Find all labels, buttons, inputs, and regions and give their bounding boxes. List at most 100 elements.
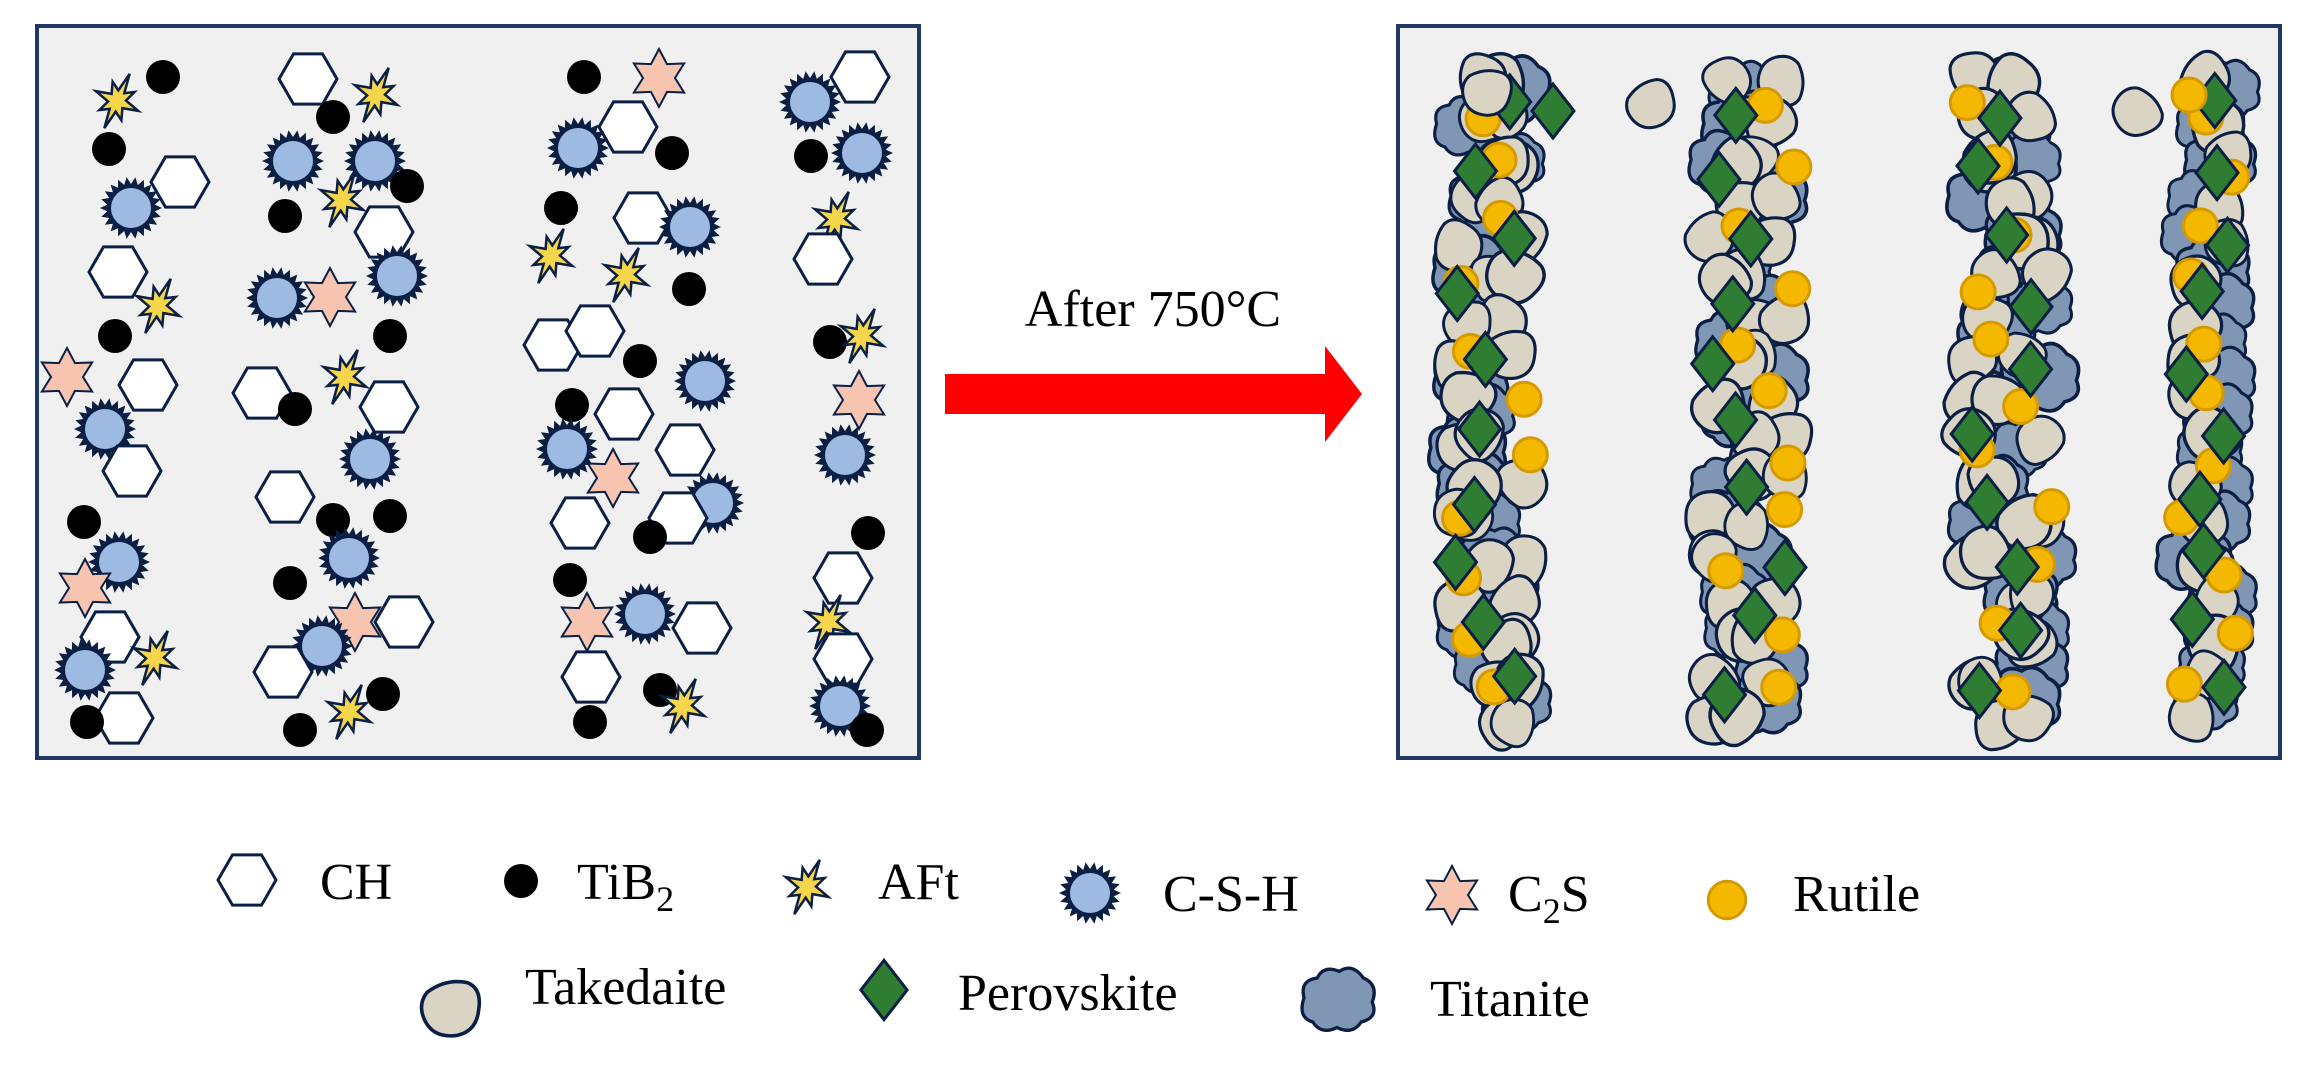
- arrow-icon: [945, 346, 1362, 442]
- orange-dot-icon: [1766, 491, 1804, 529]
- blue-cloud-icon: [1300, 966, 1376, 1032]
- after-panel-frame: [1396, 24, 2282, 760]
- blue-spiky-ball-icon: [1059, 862, 1121, 924]
- black-dot-icon: [146, 60, 180, 94]
- legend-label-ch: CH: [320, 854, 392, 911]
- black-dot-icon: [813, 325, 847, 359]
- beige-blob-icon: [2015, 414, 2066, 466]
- legend-item-ch: CH: [216, 853, 392, 911]
- pink-star-icon: [328, 590, 382, 654]
- green-diamond-icon: [2194, 143, 2240, 203]
- hexagon-icon: [87, 245, 149, 299]
- hexagon-icon: [101, 444, 163, 498]
- black-dot-icon: [67, 505, 101, 539]
- beige-blob-icon: [2005, 90, 2058, 143]
- hexagon-icon: [812, 632, 874, 686]
- green-diamond-icon: [2201, 657, 2247, 717]
- hexagon-icon: [358, 380, 420, 434]
- green-diamond-icon: [1723, 457, 1770, 517]
- legend-label-titanite: Titanite: [1430, 971, 1590, 1028]
- green-diamond-icon: [2204, 215, 2251, 275]
- beige-blob-icon: [1461, 69, 1513, 117]
- hexagon-icon: [252, 645, 314, 699]
- blue-spiky-ball-icon: [831, 122, 893, 184]
- green-diamond-icon: [1451, 475, 1498, 534]
- hexagon-icon: [353, 205, 415, 259]
- blue-spiky-ball-icon: [547, 117, 609, 179]
- beige-blob-icon: [419, 979, 482, 1038]
- hexagon-icon: [254, 470, 316, 524]
- legend-item-aft: AFt: [781, 854, 959, 915]
- black-dot-icon: [573, 705, 607, 739]
- green-diamond-icon: [2008, 277, 2054, 337]
- arrow-label: After 750°C: [1025, 281, 1281, 338]
- orange-dot-icon: [1706, 879, 1748, 921]
- orange-dot-icon: [1769, 444, 1807, 482]
- blue-spiky-ball-icon: [536, 418, 598, 480]
- blue-spiky-ball-icon: [344, 130, 406, 192]
- pink-star-icon: [586, 446, 640, 510]
- green-diamond-icon: [1456, 399, 1503, 459]
- before-panel: [35, 24, 921, 760]
- black-dot-icon: [92, 132, 126, 166]
- orange-dot-icon: [1775, 148, 1813, 186]
- legend-item-tib2: TiB2: [504, 854, 674, 919]
- before-particles: [40, 46, 893, 747]
- yellow-burst-icon: [350, 67, 402, 123]
- legend-item-csh: C-S-H: [1059, 862, 1299, 924]
- blue-spiky-ball-icon: [1059, 862, 1121, 924]
- black-dot-icon: [278, 392, 312, 426]
- hexagon-icon: [216, 853, 278, 907]
- green-diamond-icon: [1491, 646, 1538, 706]
- green-diamond-icon: [1701, 665, 1748, 725]
- yellow-burst-icon: [836, 308, 888, 364]
- hexagon-icon: [560, 650, 622, 704]
- legend-label-aft: AFt: [878, 854, 959, 911]
- after-particles: [1427, 49, 2261, 752]
- green-diamond-icon: [2200, 406, 2247, 466]
- green-diamond-icon: [1731, 585, 1778, 645]
- hexagon-icon: [612, 191, 674, 245]
- hexagon-icon: [564, 304, 626, 358]
- yellow-burst-icon: [132, 278, 184, 334]
- hexagon-icon: [829, 50, 891, 104]
- blue-spiky-ball-icon: [318, 527, 380, 589]
- pink-star-icon: [40, 345, 94, 409]
- black-dot-icon: [655, 136, 689, 170]
- orange-dot-icon: [2170, 76, 2208, 114]
- yellow-burst-icon: [91, 73, 143, 129]
- heating-arrow: After 750°C: [945, 281, 1362, 442]
- black-dot-icon: [633, 520, 667, 554]
- black-dot-icon: [504, 864, 538, 898]
- yellow-burst-icon: [781, 859, 833, 915]
- green-diamond-icon: [1432, 532, 1479, 592]
- hexagon-icon: [597, 100, 659, 154]
- hexagon-icon: [93, 691, 155, 745]
- black-dot-icon: [283, 713, 317, 747]
- green-diamond-icon: [1964, 472, 2010, 532]
- black-dot-icon: [268, 199, 302, 233]
- orange-dot-icon: [2033, 488, 2071, 526]
- blue-spiky-ball-icon: [814, 424, 876, 486]
- orange-dot-icon: [1706, 879, 1748, 921]
- hexagon-icon: [231, 366, 293, 420]
- orange-dot-icon: [1948, 84, 1986, 122]
- green-diamond-icon: [1955, 136, 2001, 196]
- orange-dot-icon: [1511, 436, 1549, 474]
- hexagon-icon: [277, 52, 339, 106]
- blue-spiky-ball-icon: [366, 245, 428, 307]
- blue-cloud-icon: [1300, 966, 1376, 1032]
- pink-star-icon: [832, 368, 886, 432]
- black-dot-icon: [555, 388, 589, 422]
- green-diamond-icon: [2163, 344, 2210, 404]
- hexagon-icon: [593, 387, 655, 441]
- blue-spiky-ball-icon: [339, 428, 401, 490]
- legend-item-perovskite: Perovskite: [858, 957, 1178, 1023]
- green-diamond-icon: [1983, 205, 2030, 265]
- green-diamond-icon: [1712, 390, 1759, 450]
- black-dot-icon: [98, 319, 132, 353]
- green-diamond-icon: [1727, 209, 1774, 269]
- beige-blob-icon: [2111, 86, 2164, 137]
- green-diamond-icon: [2169, 589, 2216, 649]
